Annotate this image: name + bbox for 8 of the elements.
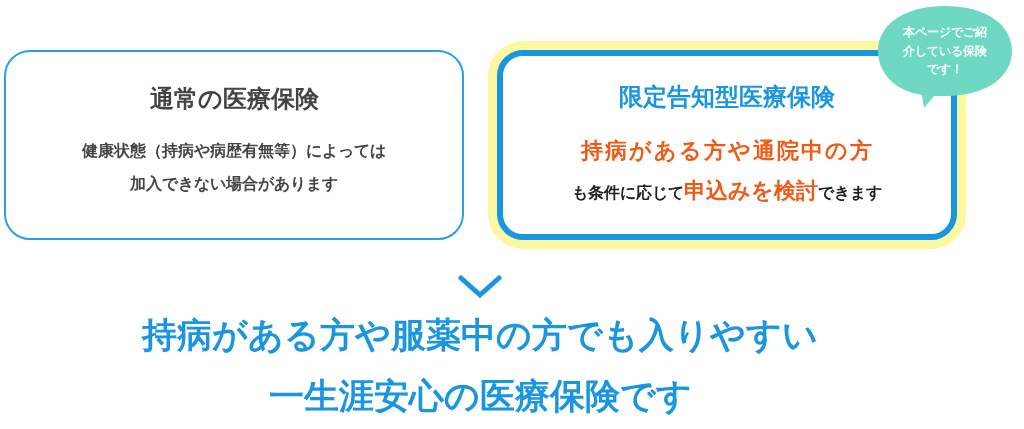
card-text: 健康状態（持病や病歴有無等）によっては加入できない場合があります [80, 141, 387, 195]
card-text: 持病がある方や通院中の方も条件に応じて申込みを検討できます [572, 137, 882, 205]
speech-bubble [878, 6, 1012, 108]
card-title: 通常の医療保険 [148, 84, 320, 115]
plan-card [4, 50, 464, 240]
bubble-text: 本ページでご紹介している保険です！ [902, 24, 988, 79]
conclusion-text: 持病がある方や服薬中の方でも入りやすい一生涯安心の医療保険です [140, 314, 819, 419]
card-title: 限定告知型医療保険 [618, 82, 836, 113]
